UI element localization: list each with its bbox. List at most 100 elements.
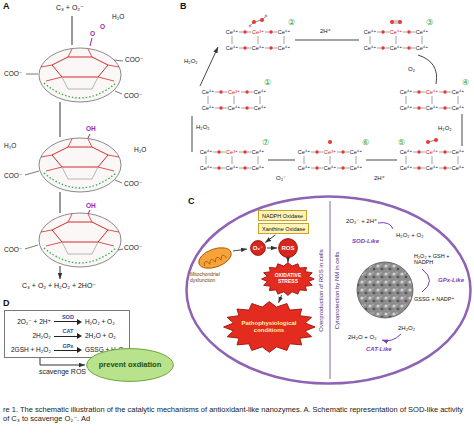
ion-label: Ce⁴⁺ <box>452 89 464 95</box>
flow-arrow <box>265 235 275 243</box>
species-label: H₂O₂ <box>196 124 210 131</box>
step-number: ② <box>288 18 295 27</box>
figure-caption: re 1. The schematic illustration of the … <box>3 406 469 423</box>
figure-part <box>249 25 252 28</box>
divider-line <box>330 201 331 379</box>
ion-label: Ce⁴⁺ <box>226 29 238 35</box>
equation-term: 2GSH + H₂O₂ <box>11 346 51 353</box>
vertical-label-holder: Cytoprotection by NM in cells <box>334 215 343 365</box>
adsorbed-molecule <box>249 15 438 144</box>
equation-cell: H₂O₂ + O₂ <box>85 318 123 325</box>
burst-outline-shape <box>262 263 315 296</box>
figure-part <box>398 20 402 24</box>
flow-arrow <box>287 259 288 262</box>
panel-letter: D <box>3 298 10 308</box>
figure-part <box>192 40 462 160</box>
ion-label: Ce⁴⁺ <box>252 165 264 171</box>
enzyme-name: CAT <box>54 328 82 334</box>
species-label: O₂ <box>408 66 415 73</box>
ion-label: Ce⁴⁺ <box>226 165 238 171</box>
ellipse-outline-shape <box>251 241 266 256</box>
enzyme-box: Xanthine Oxidase <box>258 223 309 234</box>
superoxide-circle: O₂⁻ <box>250 240 266 256</box>
figure-part <box>434 138 438 142</box>
organelle-label: Mitochondrial dysfunction <box>190 272 234 284</box>
figure-part <box>426 140 430 144</box>
step-number: ⑥ <box>362 138 369 147</box>
step-number: ① <box>264 78 271 87</box>
species-label: 2H⁺ <box>320 28 331 35</box>
panel-letter: A <box>3 1 10 11</box>
reaction-arrow <box>54 321 80 322</box>
group-label: COO⁻ <box>4 70 22 77</box>
reaction-text: C₃ + O₂ + H₂O₂ + 2HO⁻ <box>22 282 96 290</box>
equation-cell: 2H₂O₂ <box>11 332 51 339</box>
ion-label: Ce⁴⁺ <box>452 149 464 155</box>
reaction-text: 2H₂O + O₂ <box>348 334 377 341</box>
ion-label: Ce⁴⁺ <box>202 105 214 111</box>
equation-cell: 2GSH + H₂O₂ <box>11 346 51 353</box>
box-text: NADPH Oxidase <box>262 213 303 219</box>
reaction-arrow <box>54 336 80 337</box>
shape-text: ROS <box>281 245 294 252</box>
ion-label: Ce⁴⁺ <box>426 105 438 111</box>
equation-term: H₂O₂ + O₂ <box>85 318 123 325</box>
ion-label: Ce⁴⁺ <box>426 89 438 95</box>
equation-term: 2H₂O + O₂ <box>85 332 123 339</box>
reaction-arrow <box>54 350 80 351</box>
figure-part <box>25 60 123 250</box>
step-number: ⑦ <box>262 138 269 147</box>
stress-burst: OXIDATIVE STRESS <box>261 262 315 296</box>
ion-label: Ce⁴⁺ <box>426 149 438 155</box>
atom-label: OH <box>86 202 96 209</box>
activity-label: CAT-Like <box>366 346 392 353</box>
ion-label: Ce³⁺ <box>324 149 336 155</box>
ion-label: Ce⁴⁺ <box>254 89 266 95</box>
atom-label: OH <box>86 125 96 132</box>
reaction-text: C₃ + O₂⁻ <box>56 4 84 12</box>
ion-label: Ce⁴⁺ <box>278 45 290 51</box>
ion-label: Ce⁴⁺ <box>228 105 240 111</box>
group-label: COO⁻ <box>124 92 142 99</box>
panel-letter: C <box>188 196 195 206</box>
shape-text: O₂⁻ <box>253 245 264 252</box>
ion-label: Ce⁴⁺ <box>200 165 212 171</box>
figure-part <box>60 16 72 279</box>
activity-label: SOD-Like <box>352 238 379 245</box>
figure-part <box>390 20 394 24</box>
ion-label: Ce⁴⁺ <box>252 45 264 51</box>
species-label: H₂O₂ <box>184 58 198 65</box>
reaction-text: 2O₂⁻ + 2H⁺ <box>346 218 377 225</box>
flow-arrow <box>279 295 282 303</box>
vertical-label-holder: Overproduction of ROS in cells <box>318 215 327 365</box>
text-holder: ROS <box>281 245 294 252</box>
equation-cell: SOD <box>54 314 82 325</box>
outcome-ellipse: prevent oxdiation <box>86 348 174 382</box>
equation-cell: 2O₂⁻ + 2H⁺ <box>11 318 51 325</box>
species-label: O₂⁻ <box>276 175 286 182</box>
text-holder: O₂⁻ <box>253 245 264 252</box>
shape-text: Pathophysiological conditions <box>237 320 300 334</box>
figure-part <box>260 18 264 22</box>
shape-text: OXIDATIVE STRESS <box>271 273 305 285</box>
enzyme-box: NADPH Oxidase <box>258 210 307 221</box>
enzyme-name: SOD <box>54 314 82 320</box>
panel-b-drawing <box>192 15 462 170</box>
molecule-label: H₂O <box>134 146 146 153</box>
ellipse-outline-shape <box>279 239 298 258</box>
equation-term: 2H₂O₂ <box>11 332 51 339</box>
activity-label: GPx-Like <box>438 277 464 284</box>
species-label: H₂O₂ <box>438 125 452 132</box>
atom-label: O <box>90 30 95 37</box>
figure-part <box>39 138 121 192</box>
panel-letter: B <box>180 1 187 11</box>
step-number: ④ <box>462 78 469 87</box>
figure-part <box>39 213 121 267</box>
ion-label: Ce⁴⁺ <box>202 89 214 95</box>
ion-label: Ce⁴⁺ <box>364 29 376 35</box>
step-number: ③ <box>426 18 433 27</box>
cell-outline: Overproduction of ROS in cells Cytoprotec… <box>185 195 472 385</box>
figure-part <box>203 254 227 266</box>
text-holder: OXIDATIVE STRESS <box>271 273 305 285</box>
vertical-label: Overproduction of ROS in cells <box>318 215 325 365</box>
